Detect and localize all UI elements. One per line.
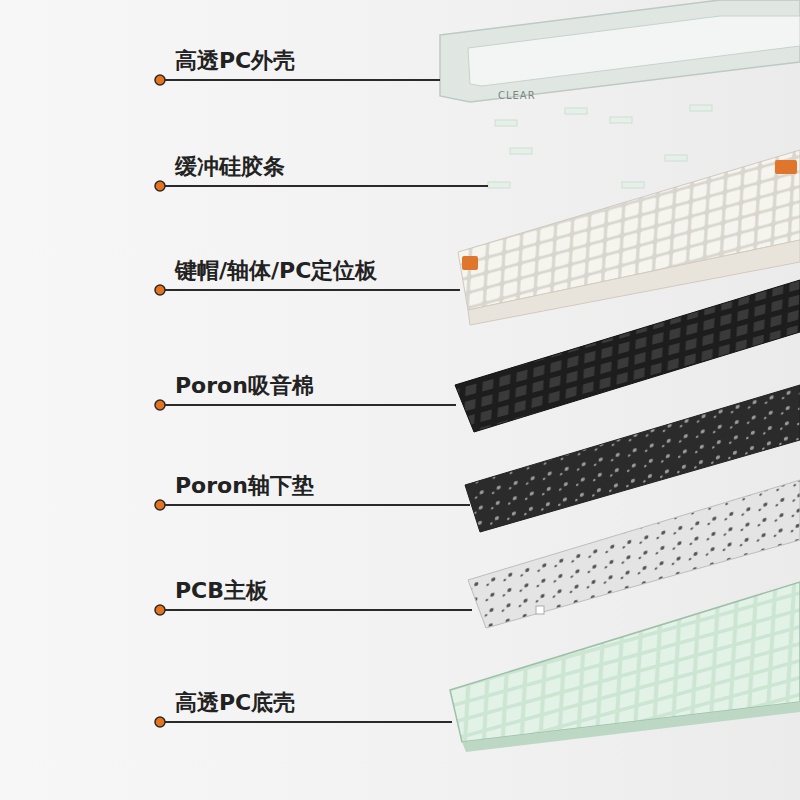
case-mark: CLEAR (498, 90, 536, 102)
part-label: 高透PC外壳 (175, 48, 295, 74)
part-label: 缓冲硅胶条 (175, 154, 285, 180)
part-label: 键帽/轴体/PC定位板 (175, 258, 377, 284)
part-label: PCB主板 (175, 578, 268, 604)
part-label: Poron轴下垫 (175, 473, 314, 499)
part-label: Poron吸音棉 (175, 373, 314, 399)
part-label: 高透PC底壳 (175, 690, 295, 716)
